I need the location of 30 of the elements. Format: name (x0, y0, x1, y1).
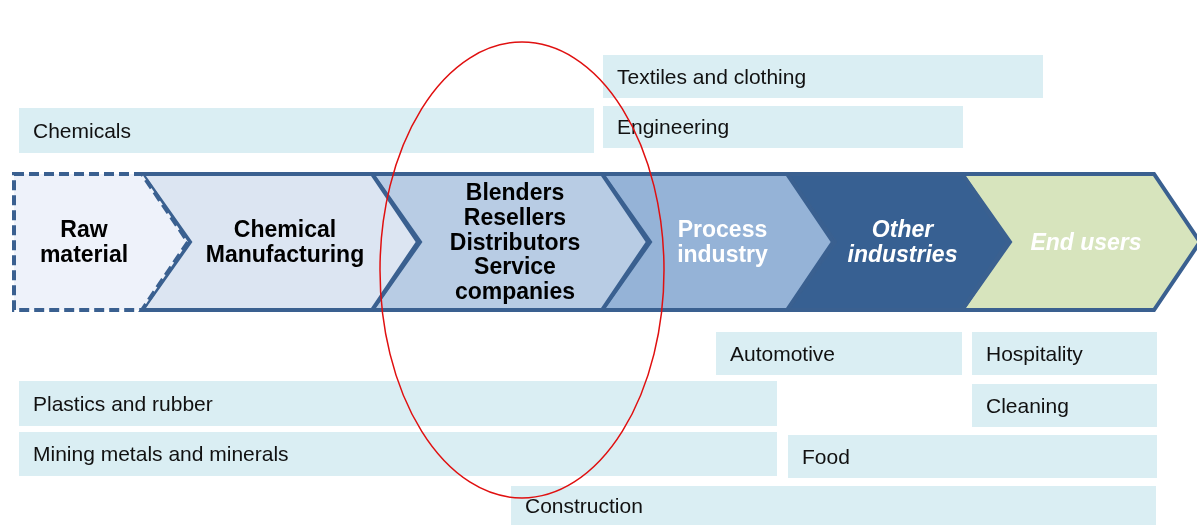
sector-bar (788, 435, 1157, 478)
sector-bar (972, 384, 1157, 427)
sector-label: Food (802, 444, 850, 469)
sector-label: Textiles and clothing (617, 64, 807, 89)
sector-label: Chemicals (33, 118, 132, 143)
step-label: Other industries (846, 217, 959, 267)
chevron-step (602, 172, 835, 312)
sector-bar (19, 381, 777, 426)
sector-bar (603, 55, 1043, 98)
step-label: Service companies (453, 254, 577, 305)
chevron-step (12, 172, 190, 312)
sector-label: Mining metals and minerals (33, 442, 289, 466)
sector-label: Cleaning (986, 393, 1069, 418)
step-label: Resellers (463, 204, 567, 230)
sector-bar (716, 332, 962, 375)
sector-label: Construction (525, 493, 643, 518)
sector-label: Hospitality (986, 341, 1083, 366)
chevron-step (787, 172, 1010, 312)
chevron-step (962, 172, 1197, 312)
sector-label: Plastics and rubber (33, 391, 213, 416)
sector-bar (511, 486, 1156, 525)
step-label: Process industry (676, 217, 769, 267)
sector-bar (972, 332, 1157, 375)
sector-bar (19, 432, 777, 476)
step-label: Raw material (38, 217, 130, 267)
step-label: End users (1030, 229, 1142, 255)
sector-bar (19, 108, 594, 153)
sector-label: Automotive (730, 341, 836, 366)
step-label: Blenders (465, 179, 565, 205)
step-label: Distributors (449, 229, 581, 255)
